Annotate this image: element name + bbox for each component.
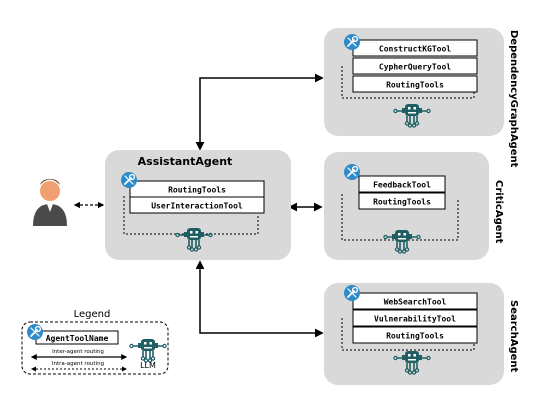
inter-agent-routing-lines: [73, 73, 324, 338]
tool-name: FeedbackTool: [373, 181, 431, 190]
tool-box: [352, 309, 478, 327]
assistant-agent-title: AssistantAgent: [138, 155, 233, 168]
assistant-dependencygraph-link: [195, 73, 324, 151]
critic-agent-title: CriticAgent: [493, 180, 504, 244]
legend-llm-label: LLM: [140, 361, 156, 370]
user-icon: [33, 179, 67, 226]
assistant-agent: AssistantAgent RoutingTools UserInteract…: [105, 150, 291, 260]
tool-box: [352, 292, 478, 310]
search-agent: WebSearchTool VulnerabilityTool RoutingT…: [324, 283, 519, 385]
tool-name: RoutingTools: [386, 331, 444, 341]
legend-intra-agent-label: Intra-agent routing: [52, 361, 104, 367]
tool-name: RoutingTools: [373, 197, 431, 207]
wrench-icon: [120, 171, 138, 189]
tool-box: [352, 326, 478, 344]
legend: Legend AgentToolName Inter-agent routing…: [21, 309, 169, 375]
tool-name: ConstructKGTool: [379, 45, 451, 54]
tool-box: [358, 175, 446, 193]
wrench-icon: [343, 163, 361, 181]
search-agent-title: SearchAgent: [508, 300, 519, 373]
tool-name: RoutingTools: [386, 80, 444, 90]
tool-name: WebSearchTool: [384, 298, 447, 307]
critic-agent: FeedbackTool RoutingTools CriticAgent: [324, 152, 504, 260]
assistant-search-link: [195, 260, 324, 338]
tool-box: [352, 75, 478, 93]
tool-name: RoutingTools: [168, 185, 226, 195]
tool-name: CypherQueryTool: [379, 63, 451, 72]
wrench-icon: [343, 284, 361, 302]
tool-box: [129, 196, 265, 214]
legend-inter-agent-label: Inter-agent routing: [52, 349, 104, 355]
tool-name: VulnerabilityTool: [374, 314, 456, 324]
dependency-graph-agent-title: DependencyGraphAgent: [508, 30, 519, 168]
tool-box: [352, 57, 478, 75]
legend-tool-name: AgentToolName: [46, 334, 109, 343]
tool-box: [358, 192, 446, 210]
legend-title: Legend: [74, 309, 111, 320]
dependency-graph-agent: ConstructKGTool CypherQueryTool RoutingT…: [324, 28, 519, 168]
wrench-icon: [343, 33, 361, 51]
tool-name: UserInteractionTool: [151, 201, 243, 211]
wrench-icon: [26, 323, 44, 341]
